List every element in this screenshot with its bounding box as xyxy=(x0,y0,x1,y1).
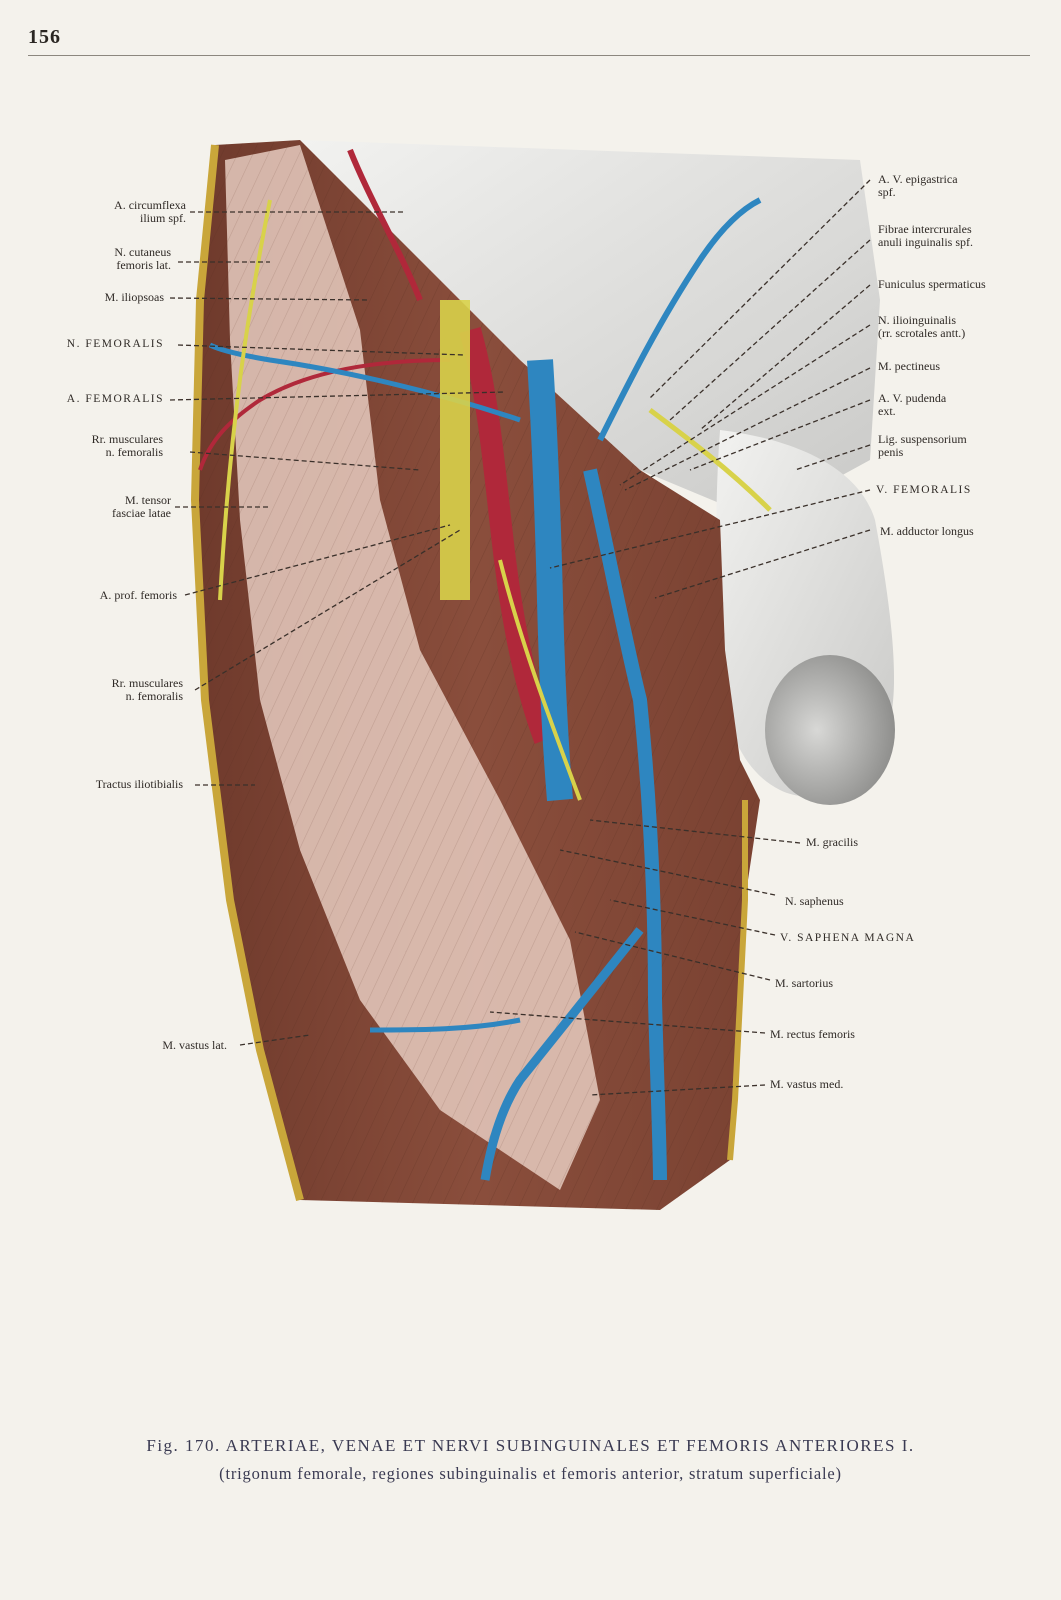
label-m-rectus: M. rectus femoris xyxy=(770,1027,855,1041)
label-funiculus: Funiculus spermaticus xyxy=(878,277,986,291)
leader-m-vastus-med xyxy=(589,1084,766,1096)
label-v-saphena: V. SAPHENA MAGNA xyxy=(780,932,916,944)
page-number: 156 xyxy=(28,26,61,48)
abdominal-skin xyxy=(300,140,880,520)
epigastric-vein xyxy=(597,197,762,442)
leader-lig-suspensorium xyxy=(794,444,871,471)
saphenous-nerve xyxy=(498,559,582,801)
medial-fat-edge xyxy=(727,800,748,1161)
label-m-pectineus: M. pectineus xyxy=(878,359,940,373)
label-m-gracilis: M. gracilis xyxy=(806,835,858,849)
femoral-artery xyxy=(459,326,556,744)
label-m-sartorius: M. sartorius xyxy=(775,976,833,990)
figure-caption-subtitle: (trigonum femorale, regiones subinguinal… xyxy=(219,1464,842,1483)
saphena-lateral-branch xyxy=(369,1017,521,1033)
label-n-femoralis: N. FEMORALIS xyxy=(66,338,164,350)
fascia-lata-fibers xyxy=(225,145,600,1190)
leader-n-ilioinguinalis xyxy=(619,324,871,486)
leader-a-v-pudenda xyxy=(689,399,871,471)
lat-cutaneous-nerve xyxy=(218,199,272,601)
leader-v-saphena xyxy=(609,899,776,936)
femoral-nerve xyxy=(440,300,470,600)
leader-m-sartorius xyxy=(574,931,771,981)
leader-a-femoralis xyxy=(169,391,506,401)
saphena-magna xyxy=(583,468,667,1181)
label-a-prof-femoris: A. prof. femoris xyxy=(99,588,177,602)
leader-rr-musculares-2 xyxy=(194,529,461,691)
leader-n-femoralis xyxy=(177,344,466,356)
label-m-iliopsoas: M. iliopsoas xyxy=(104,290,164,304)
femoral-vein xyxy=(527,359,573,802)
leader-m-gracilis xyxy=(589,819,801,844)
leader-fibrae xyxy=(669,239,871,421)
leader-n-saphenus xyxy=(559,849,776,896)
leader-a-v-epigastrica xyxy=(649,179,871,399)
glans xyxy=(765,655,895,805)
leader-m-adductor xyxy=(654,529,871,599)
label-v-femoralis: V. FEMORALIS xyxy=(876,484,972,496)
lateral-fat-edge xyxy=(190,144,304,1202)
leader-rr-musculares-1 xyxy=(189,451,421,471)
leader-a-prof-femoris xyxy=(184,524,451,596)
circumflex-artery xyxy=(198,358,451,471)
label-m-adductor: M. adductor longus xyxy=(880,524,974,538)
ilioinguinal-nerve xyxy=(648,408,772,512)
header-rule xyxy=(28,55,1030,56)
label-m-vastus-med: M. vastus med. xyxy=(770,1077,844,1091)
leader-m-pectineus xyxy=(624,367,871,491)
epigastric-artery xyxy=(347,148,423,302)
leader-v-femoralis xyxy=(549,489,871,569)
saphena-branch xyxy=(480,927,644,1181)
label-n-saphenus: N. saphenus xyxy=(785,894,844,908)
label-m-vastus-lat: M. vastus lat. xyxy=(162,1038,227,1052)
label-n-ilioinguinalis: N. ilioinguinalis(rr. scrotales antt.) xyxy=(878,313,966,340)
leader-m-rectus xyxy=(489,1011,766,1034)
label-a-femoralis: A. FEMORALIS xyxy=(66,393,164,405)
leader-funiculus xyxy=(699,284,871,431)
figure-caption-title: Fig. 170. ARTERIAE, VENAE ET NERVI SUBIN… xyxy=(146,1436,915,1455)
leader-m-vastus-lat xyxy=(239,1034,311,1046)
label-tractus: Tractus iliotibialis xyxy=(95,777,183,791)
leader-m-iliopsoas xyxy=(169,297,371,301)
